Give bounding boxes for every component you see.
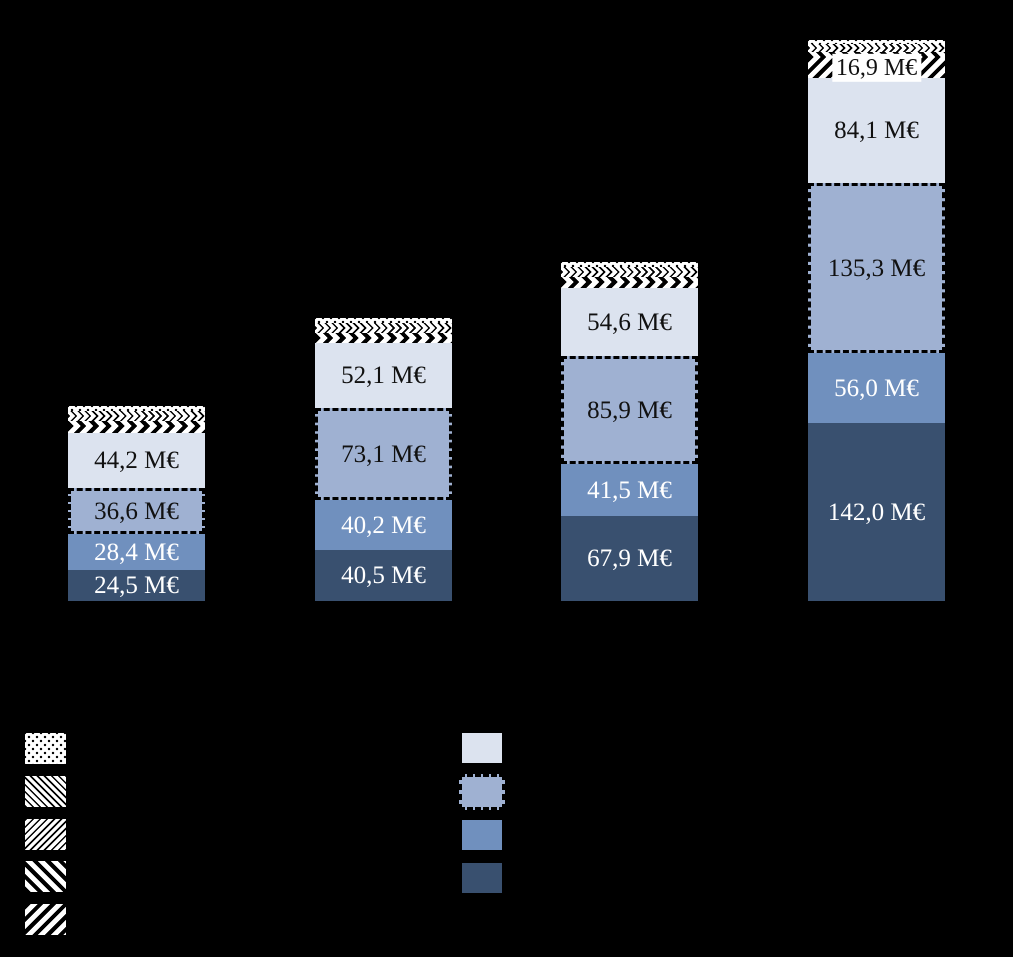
bar-2-pale-blue-segment: 52,1 M€ <box>315 343 452 408</box>
segment-value-label: 28,4 M€ <box>94 538 179 566</box>
segment-value-label: 44,2 M€ <box>94 447 179 474</box>
bar-1-pattern-strip <box>68 421 205 426</box>
bar-3-pattern-strip <box>561 267 698 272</box>
bar-2-dark-blue-segment: 40,5 M€ <box>315 550 452 601</box>
bar-2-pattern-strip <box>315 323 452 328</box>
bar-4-dark-blue-segment: 142,0 M€ <box>808 423 945 601</box>
segment-value-label: 135,3 M€ <box>827 254 926 282</box>
segment-value-label: 41,5 M€ <box>587 476 672 504</box>
bar-4-pattern-strip <box>808 48 945 52</box>
segment-value-label: 40,5 M€ <box>341 562 426 589</box>
bar-2-pattern-strip <box>315 318 452 323</box>
segment-value-label: 73,1 M€ <box>341 440 426 468</box>
bar-4-pale-blue-segment: 84,1 M€ <box>808 78 945 183</box>
thin-backslash-stripes-swatch <box>25 776 66 807</box>
dashed-border-blue-swatch <box>459 774 505 810</box>
segment-value-label: 52,1 M€ <box>341 362 426 389</box>
segment-value-label: 142,0 M€ <box>827 498 926 526</box>
bar-4-medium-blue-segment: 56,0 M€ <box>808 353 945 423</box>
bar-2-pattern-strip <box>315 338 452 343</box>
bar-1-pattern-strip <box>68 426 205 433</box>
wide-backslash-stripes-swatch <box>25 861 66 892</box>
wide-slash-stripes-swatch <box>25 904 66 935</box>
bar-3-medium-blue-segment: 41,5 M€ <box>561 464 698 516</box>
segment-value-label: 54,6 M€ <box>587 308 672 336</box>
bar-1-pattern-strip <box>68 416 205 421</box>
dotted-pattern-swatch <box>25 733 66 764</box>
bar-3-dark-blue-segment: 67,9 M€ <box>561 516 698 601</box>
bar-1-dark-blue-segment: 24,5 M€ <box>68 570 205 601</box>
segment-value-label: 56,0 M€ <box>834 374 919 402</box>
bar-3-pattern-strip <box>561 262 698 267</box>
bar-4-pattern-strip <box>808 44 945 48</box>
bar-3-pale-blue-segment: 54,6 M€ <box>561 288 698 356</box>
bar-4-dashed-border-segment: 135,3 M€ <box>808 183 945 353</box>
bar-4-hatched-segment: 16,9 M€ <box>808 53 945 82</box>
segment-value-label: 24,5 M€ <box>94 572 179 599</box>
bar-4-pattern-strip <box>808 40 945 44</box>
bar-3-dashed-border-segment: 85,9 M€ <box>561 356 698 464</box>
segment-value-label: 84,1 M€ <box>834 117 919 144</box>
thin-slash-stripes-swatch <box>25 819 66 850</box>
bar-1-pattern-strip <box>68 406 205 411</box>
bar-2-pattern-strip <box>315 328 452 333</box>
bar-1-pale-blue-segment: 44,2 M€ <box>68 433 205 488</box>
pale-blue-swatch <box>462 733 502 763</box>
segment-value-label: 40,2 M€ <box>341 511 426 539</box>
segment-value-label: 36,6 M€ <box>94 497 179 525</box>
bar-2-medium-blue-segment: 40,2 M€ <box>315 500 452 550</box>
bar-2-dashed-border-segment: 73,1 M€ <box>315 408 452 500</box>
bar-3-pattern-strip <box>561 272 698 277</box>
segment-value-label: 67,9 M€ <box>587 545 672 572</box>
bar-3-pattern-strip <box>561 277 698 282</box>
medium-blue-swatch <box>462 820 502 850</box>
bar-1-pattern-strip <box>68 411 205 416</box>
dark-blue-swatch <box>462 863 502 893</box>
segment-value-label: 85,9 M€ <box>587 396 672 424</box>
bar-1-dashed-border-segment: 36,6 M€ <box>68 488 205 534</box>
bar-3-pattern-strip <box>561 282 698 288</box>
hatched-segment-value-label: 16,9 M€ <box>831 53 922 82</box>
bar-2-pattern-strip <box>315 333 452 338</box>
bar-1-medium-blue-segment: 28,4 M€ <box>68 534 205 570</box>
